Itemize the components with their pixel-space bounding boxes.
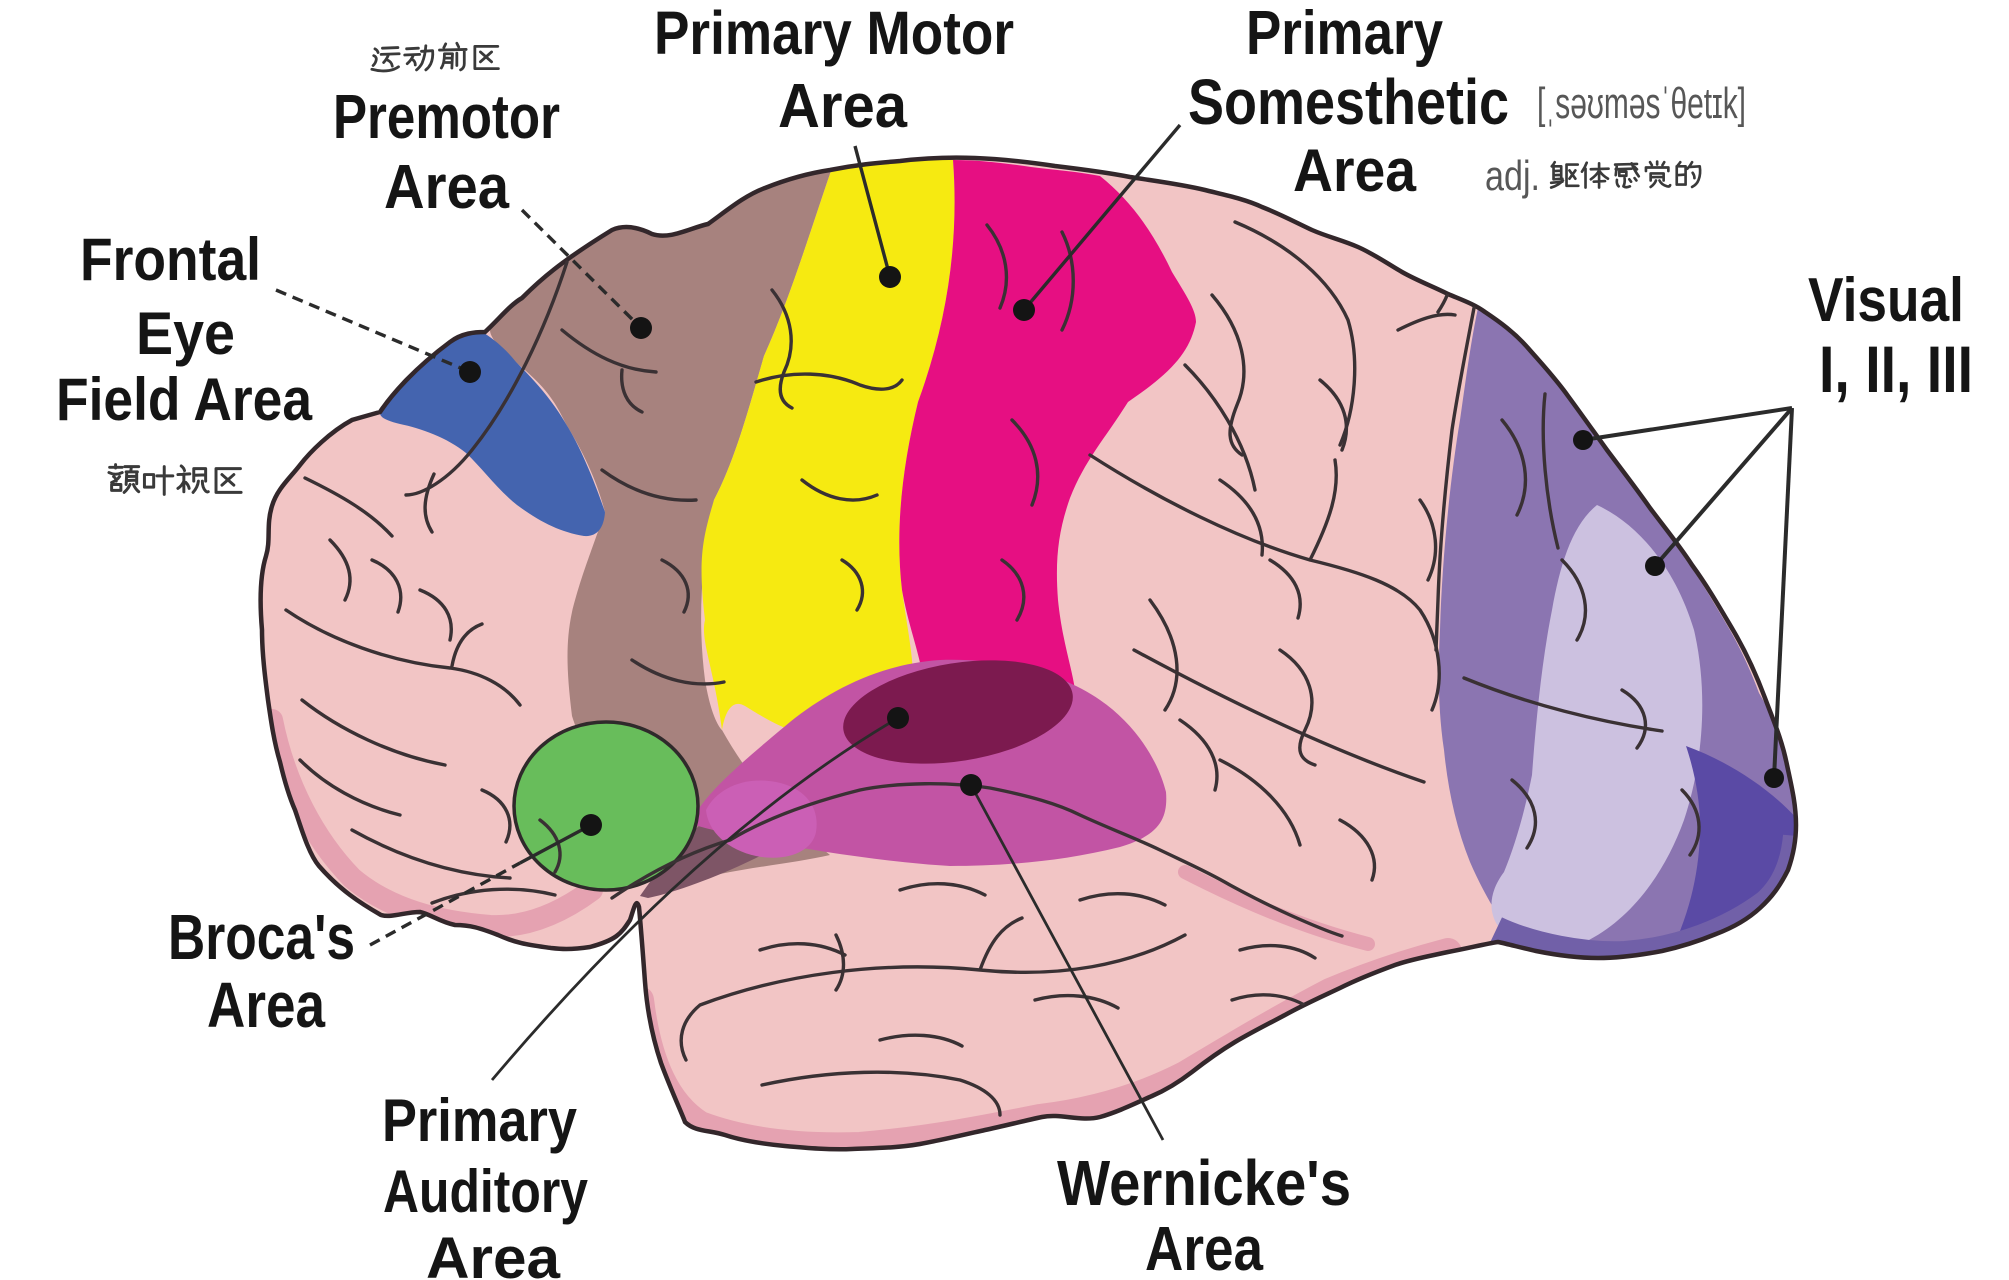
svg-text:Area: Area	[1145, 1215, 1263, 1280]
svg-text:Broca's: Broca's	[168, 901, 355, 973]
svg-text:Frontal: Frontal	[80, 226, 261, 293]
svg-text:Area: Area	[384, 153, 509, 222]
svg-text:Field Area: Field Area	[56, 366, 313, 433]
svg-text:Primary: Primary	[382, 1087, 578, 1154]
svg-text:[ˌsəʊməsˈθetɪk]: [ˌsəʊməsˈθetɪk]	[1537, 79, 1746, 128]
svg-text:Somesthetic: Somesthetic	[1188, 66, 1509, 138]
svg-text:Premotor: Premotor	[333, 83, 560, 152]
svg-text:Primary: Primary	[1246, 0, 1443, 68]
svg-text:Primary Motor: Primary Motor	[654, 0, 1014, 67]
svg-text:Eye: Eye	[136, 300, 235, 367]
svg-text:I, II, III: I, II, III	[1819, 332, 1973, 406]
svg-text:Area: Area	[778, 72, 907, 141]
svg-text:Wernicke's: Wernicke's	[1057, 1147, 1351, 1219]
svg-text:Area: Area	[207, 969, 325, 1041]
svg-text:Auditory: Auditory	[383, 1158, 589, 1225]
svg-text:Area: Area	[1293, 137, 1417, 204]
svg-text:Visual: Visual	[1808, 266, 1964, 335]
svg-text:Area: Area	[426, 1226, 561, 1280]
svg-text:adj.: adj.	[1485, 152, 1540, 199]
